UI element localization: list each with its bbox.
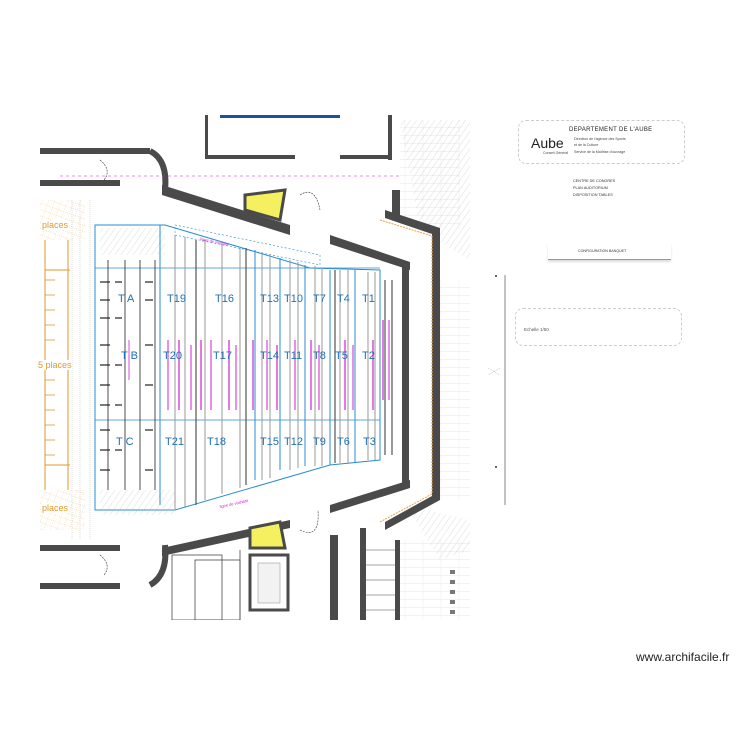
balcony-label-top: places xyxy=(42,220,69,230)
table-label-t15[interactable]: T15 xyxy=(260,436,279,448)
table-label-t6[interactable]: T6 xyxy=(337,436,350,448)
project-line-3: DISPOSITION TABLES xyxy=(573,193,613,197)
aube-logo-subtitle: Conseil Général xyxy=(543,151,569,155)
table-label-t20[interactable]: T20 xyxy=(163,350,182,362)
cartouche: Echelle 1/50 xyxy=(515,308,682,346)
table-label-t7[interactable]: T7 xyxy=(313,293,326,305)
table-label-t17[interactable]: T17 xyxy=(213,350,232,362)
table-label-tb[interactable]: T B xyxy=(121,350,138,362)
table-label-tc[interactable]: T C xyxy=(116,436,134,448)
watermark: www.archifacile.fr xyxy=(636,650,730,664)
aube-logo: Aube xyxy=(531,135,564,151)
title-block: Aube Conseil Général DEPARTEMENT DE L'AU… xyxy=(513,115,688,355)
svg-text:ligne de visibilité: ligne de visibilité xyxy=(200,236,230,247)
table-label-t1[interactable]: T1 xyxy=(362,293,375,305)
table-label-t3[interactable]: T3 xyxy=(363,436,376,448)
table-label-t2[interactable]: T2 xyxy=(362,350,375,362)
table-label-t8[interactable]: T8 xyxy=(313,350,326,362)
department-name: DEPARTEMENT DE L'AUBE xyxy=(569,127,653,133)
plan-drawing: ligne de visibilité ligne de visibilité xyxy=(40,115,470,620)
title-block-header: Aube Conseil Général DEPARTEMENT DE L'AU… xyxy=(518,120,685,164)
drawing-title-box: CONFIGURATION BANQUET xyxy=(548,243,671,260)
project-line-1: CENTRE DE CONGRES xyxy=(573,179,616,183)
table-label-t10[interactable]: T10 xyxy=(284,293,303,305)
table-label-t11[interactable]: T11 xyxy=(284,350,303,362)
table-label-ta[interactable]: T A xyxy=(118,293,135,305)
table-label-t9[interactable]: T9 xyxy=(313,436,326,448)
subtitle-line-1: Direction de l'agence des Sports xyxy=(574,137,626,141)
table-label-t16[interactable]: T16 xyxy=(215,293,234,305)
table-label-t5[interactable]: T5 xyxy=(335,350,348,362)
cartouche-scale: Echelle 1/50 xyxy=(524,327,549,332)
balcony-label-bottom: places xyxy=(42,503,69,513)
drawing-title: CONFIGURATION BANQUET xyxy=(578,249,627,253)
table-label-t21[interactable]: T21 xyxy=(165,436,184,448)
table-label-t18[interactable]: T18 xyxy=(207,436,226,448)
subtitle-line-2: et de la Culture xyxy=(574,143,599,147)
balcony-label-middle: 5 places xyxy=(38,360,72,370)
table-label-t14[interactable]: T14 xyxy=(260,350,279,362)
table-label-t19[interactable]: T19 xyxy=(167,293,186,305)
table-label-t12[interactable]: T12 xyxy=(284,436,303,448)
table-label-t13[interactable]: T13 xyxy=(260,293,279,305)
subtitle-line-3: Service de la Maîtrise d'ouvrage xyxy=(574,150,626,154)
project-line-2: PLAN AUDITORIUM xyxy=(573,186,608,190)
svg-text:ligne de visibilité: ligne de visibilité xyxy=(219,498,249,509)
table-label-t4[interactable]: T4 xyxy=(337,293,350,305)
